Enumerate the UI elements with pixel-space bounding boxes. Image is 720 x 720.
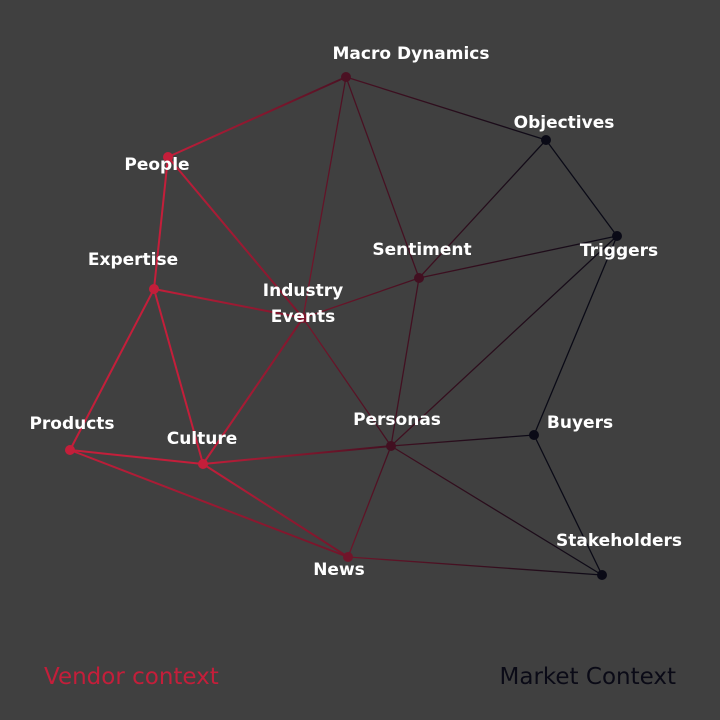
edge-industry-culture <box>202 317 304 465</box>
edge-macro-industry <box>302 76 347 319</box>
edge-expertise-culture <box>153 288 204 465</box>
edge-expertise-industry <box>153 288 304 319</box>
node-label-objectives: Objectives <box>514 113 615 133</box>
edge-sentiment-personas <box>390 277 420 447</box>
edge-culture-personas <box>202 445 392 465</box>
node-expertise <box>149 284 159 294</box>
edge-products-culture <box>69 449 204 465</box>
edge-people-expertise <box>153 156 169 290</box>
node-news <box>343 552 353 562</box>
node-macro <box>341 72 351 82</box>
edge-personas-news <box>347 445 392 558</box>
edge-products-news <box>69 449 349 558</box>
edge-macro-objectives <box>345 76 547 141</box>
edge-industry-personas <box>302 317 392 447</box>
edge-sentiment-triggers <box>418 235 618 279</box>
edge-news-stakeholders <box>347 556 603 576</box>
edge-culture-news <box>202 463 349 558</box>
node-industry <box>298 313 308 323</box>
node-buyers <box>529 430 539 440</box>
node-personas <box>386 441 396 451</box>
edge-expertise-products <box>69 288 155 451</box>
edge-industry-sentiment <box>302 277 420 319</box>
edge-people-industry <box>167 156 304 319</box>
edges-layer <box>69 76 618 576</box>
edge-triggers-personas <box>390 235 618 447</box>
edge-objectives-sentiment <box>418 139 547 279</box>
edge-triggers-buyers <box>533 235 618 436</box>
node-stakeholders <box>597 570 607 580</box>
edge-objectives-triggers <box>545 139 618 237</box>
edge-personas-buyers <box>390 434 535 447</box>
node-label-triggers: Triggers <box>580 241 658 261</box>
edge-macro-sentiment <box>345 76 420 279</box>
legend-vendor-context: Vendor context <box>44 664 219 690</box>
node-people <box>163 152 173 162</box>
edge-personas-stakeholders <box>390 445 603 576</box>
node-label-buyers: Buyers <box>547 413 613 433</box>
node-label-macro: Macro Dynamics <box>333 44 490 64</box>
node-triggers <box>612 231 622 241</box>
node-products <box>65 445 75 455</box>
node-label-culture: Culture <box>167 429 238 449</box>
node-label-news: News <box>313 560 365 580</box>
node-label-personas: Personas <box>353 410 441 430</box>
node-sentiment <box>414 273 424 283</box>
node-label-products: Products <box>29 414 114 434</box>
nodes-layer <box>65 72 622 580</box>
edge-macro-people <box>167 76 347 158</box>
node-label-stakeholders: Stakeholders <box>556 531 682 551</box>
node-objectives <box>541 135 551 145</box>
node-label-sentiment: Sentiment <box>372 240 471 260</box>
legend-market-context: Market Context <box>499 664 676 690</box>
node-culture <box>198 459 208 469</box>
node-label-expertise: Expertise <box>88 250 178 270</box>
node-label-people: People <box>124 155 189 175</box>
edge-buyers-stakeholders <box>533 434 603 576</box>
